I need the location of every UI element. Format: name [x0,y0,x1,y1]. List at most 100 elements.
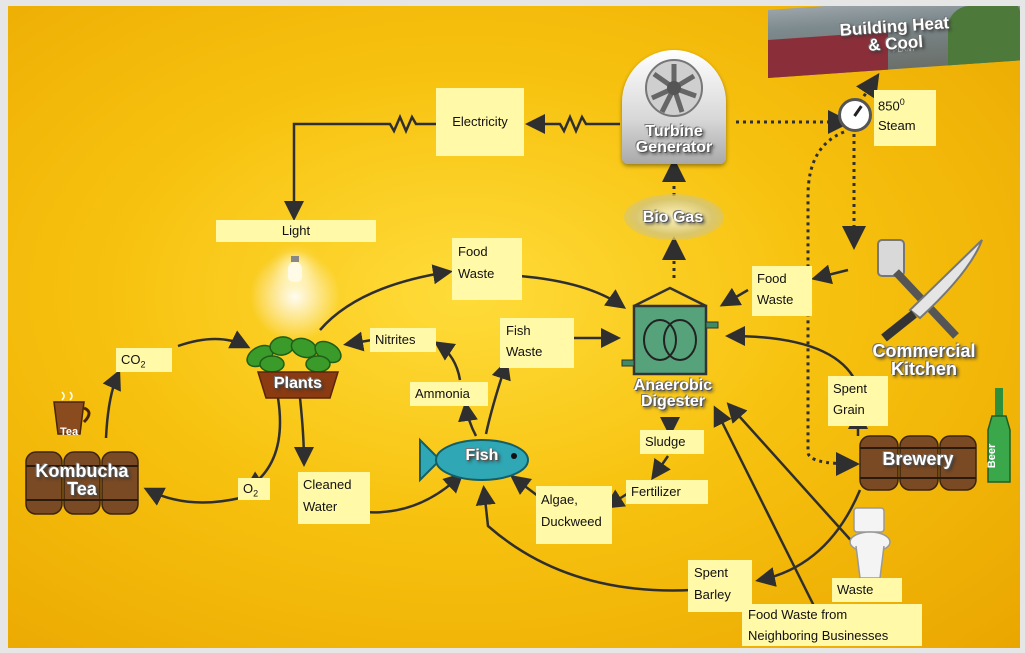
spent-barley-line2: Barley [694,587,731,602]
electricity-label: Electricity [436,88,524,156]
toilet-icon [849,507,891,579]
turbine-icon [622,50,726,164]
food-waste-label-plants: Food Waste [452,238,522,300]
fish-title: Fish [465,447,499,464]
food-waste-label-kitchen: Food Waste [752,266,812,316]
knife-blade [908,239,983,320]
steam-temperature: 850 [878,98,900,114]
plants-to-foodwaste-arrow [319,264,453,331]
food-waste-line2: Waste [458,266,495,281]
waste-label: Waste [832,578,902,602]
sludge-label: Sludge [640,430,704,454]
kombucha-to-co2-arrow [102,369,121,439]
digester-swirl-right [663,319,697,361]
kombucha-title: Kombucha Tea [35,461,129,499]
steam-to-building-dotted [856,73,880,103]
digester-swirl-left [643,319,677,361]
beer-bottle-label: Beer [986,443,999,469]
cleanedwater-to-fish-arrow [363,472,464,514]
kitchen-foodwaste-to-digester-arrow [719,287,749,307]
algae-line1: Algae, [541,492,578,507]
sludge-to-fertilizer-arrow [651,455,671,481]
spent-barley-line1: Spent [694,565,728,580]
fish-waste-line2: Waste [506,344,543,359]
tea-cup-icon [53,391,91,435]
nitrites-label: Nitrites [370,328,436,352]
spent-grain-line2: Grain [833,402,865,417]
spent-grain-label: Spent Grain [828,376,888,426]
o2-label: O2 [238,478,270,500]
digester-pipe-left [621,359,635,367]
co2-label: CO2 [116,348,172,372]
barrel-icon-brewery [859,435,977,491]
kitchen-food-waste-line2: Waste [757,292,794,307]
biogas-title: Bio Gas [642,209,704,226]
flow-connectors [102,73,880,607]
spentgrain-to-digester-arrow [725,326,858,383]
knife-spatula-icon [877,239,983,342]
co2-to-plants-arrow [177,330,251,349]
plant-pot-icon [246,336,342,399]
steam-to-brewery-dotted [806,130,860,476]
co2-text: CO [121,352,141,367]
algae-line2: Duckweed [541,514,602,529]
light-bulb-icon [288,256,302,282]
knife-handle [881,310,917,342]
spentbarley-to-fish-arrow [475,485,693,592]
neighbors-line2: Neighboring Businesses [748,628,889,643]
digester-title: Anaerobic Digester [633,377,713,410]
neighbors-line1: Food Waste from [748,607,848,622]
nitrites-to-plants-arrow [343,331,373,352]
fish-body [435,439,529,481]
food-waste-line1: Food [458,244,488,259]
steam-text: Steam [878,118,916,134]
ammonia-label: Ammonia [410,382,488,406]
fish-waste-line1: Fish [506,323,531,338]
electricity-to-light-arrow [284,113,436,221]
digester-tank-icon [621,286,719,376]
turbine-fan-icon [645,59,703,117]
neighbors-to-digester-arrow [713,405,816,607]
fish-icon [419,437,529,483]
spent-grain-line1: Spent [833,381,867,396]
neighbors-food-waste-label: Food Waste from Neighboring Businesses [742,604,922,646]
plants-to-cleanedwater-arrow [293,397,314,467]
o2-subscript: 2 [253,488,259,499]
algae-label: Algae, Duckweed [536,486,612,544]
cleaned-water-line1: Cleaned [303,477,352,492]
brewery-title: Brewery [882,449,954,469]
plants-title: Plants [273,375,322,392]
digester-roof [633,286,707,308]
fish-waste-label: Fish Waste [500,318,574,368]
plant-pot [256,371,340,399]
cleaned-water-label: Cleaned Water [298,472,370,524]
foodwaste-to-digester-arrow [519,274,627,309]
kitchen-to-foodwaste-arrow [811,264,849,285]
fish-to-fishwaste-arrow [484,359,511,435]
o2-text: O [243,481,254,496]
kitchen-food-waste-line1: Food [757,271,787,286]
barrel-icon-kombucha [25,451,139,515]
steam-degree: 0 [899,97,905,107]
brewery-to-spentbarley-arrow [755,489,862,587]
light-label: Light [216,220,376,242]
ecosystem-diagram: PLANT Building Heat & Cool Turbine Gener… [8,6,1020,648]
steam-label: 8500 Steam [874,90,936,146]
fertilizer-label: Fertilizer [626,480,708,504]
co2-subscript: 2 [140,359,146,370]
ammonia-to-nitrites-arrow [433,341,462,381]
turbine-to-electricity-arrow [525,113,620,135]
beer-bottle-icon [987,388,1011,483]
digester-tank [632,304,708,376]
thermometer-gauge-icon [838,98,872,132]
light-glow [250,251,340,341]
o2-to-kombucha-arrow [143,487,241,506]
turbine-title: Turbine Generator [635,123,713,156]
fish-eye [511,453,517,459]
plants-to-o2-arrow [243,397,282,491]
digester-pipe-right [705,321,719,329]
waste-to-digester-arrow [726,402,857,547]
tea-cup-label: Tea [60,426,79,438]
fish-tail [419,437,442,483]
spatula-head [877,239,905,277]
